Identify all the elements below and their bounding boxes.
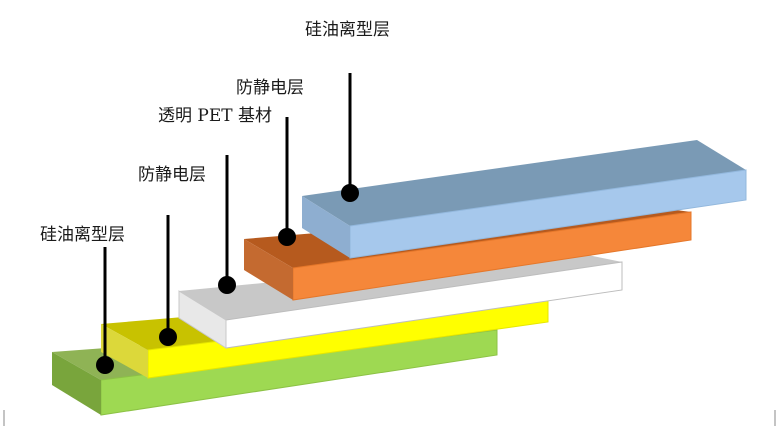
layer-silicone-release-top [302,140,747,259]
leader-dot-silicone-release-bottom [96,356,114,374]
label-silicone-release-bottom: 硅油离型层 [40,225,125,245]
leader-dot-antistatic-lower [159,328,177,346]
label-antistatic-upper: 防静电层 [236,78,304,98]
layer-side-face [302,196,350,258]
label-antistatic-lower: 防静电层 [138,165,206,185]
layer-pet-substrate [178,253,623,349]
layer-side-face [244,239,293,300]
label-pet-substrate: 透明 PET 基材 [158,106,272,126]
leader-dot-pet-substrate [218,276,236,294]
leader-dot-antistatic-upper [278,228,296,246]
layer-top-face [302,140,746,226]
layer-top-face [179,253,622,320]
layer-side-face [178,290,227,349]
leader-dot-silicone-release-top [341,184,359,202]
label-silicone-release-top: 硅油离型层 [305,20,390,40]
layer-side-face [101,324,148,378]
layer-side-face [52,352,101,415]
